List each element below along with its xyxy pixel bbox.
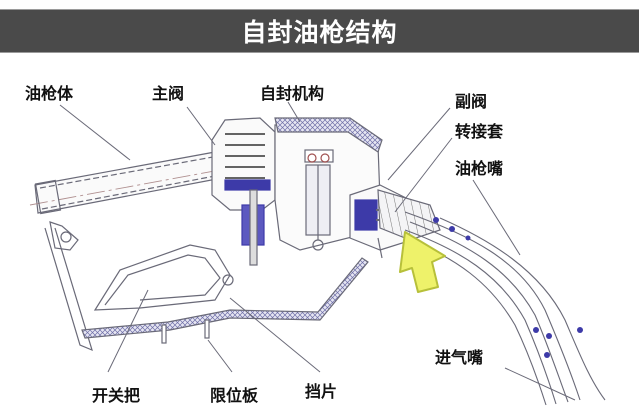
label-air-inlet: 进气嘴 xyxy=(435,348,484,367)
label-main-valve: 主阀 xyxy=(152,84,185,103)
label-gun-body: 油枪体 xyxy=(25,84,74,103)
label-auxiliary-valve: 副阀 xyxy=(455,92,488,111)
main-valve xyxy=(211,117,276,266)
flow-direction-arrow xyxy=(399,231,446,293)
leader-lines xyxy=(59,101,576,401)
trigger-handle xyxy=(93,244,234,311)
label-baffle: 挡片 xyxy=(305,382,338,401)
label-trigger-handle: 开关把 xyxy=(92,386,141,405)
label-self-seal-mechanism: 自封机构 xyxy=(260,84,325,103)
label-limit-plate: 限位板 xyxy=(210,386,259,405)
trigger-guard xyxy=(44,227,369,352)
title-bar: 自封油枪结构 xyxy=(0,9,639,53)
label-adapter-sleeve: 转接套 xyxy=(455,122,504,141)
nozzle-spout xyxy=(404,211,606,406)
label-nozzle: 油枪嘴 xyxy=(455,159,504,178)
diagram-title: 自封油枪结构 xyxy=(241,18,398,47)
gun-body xyxy=(29,151,223,251)
